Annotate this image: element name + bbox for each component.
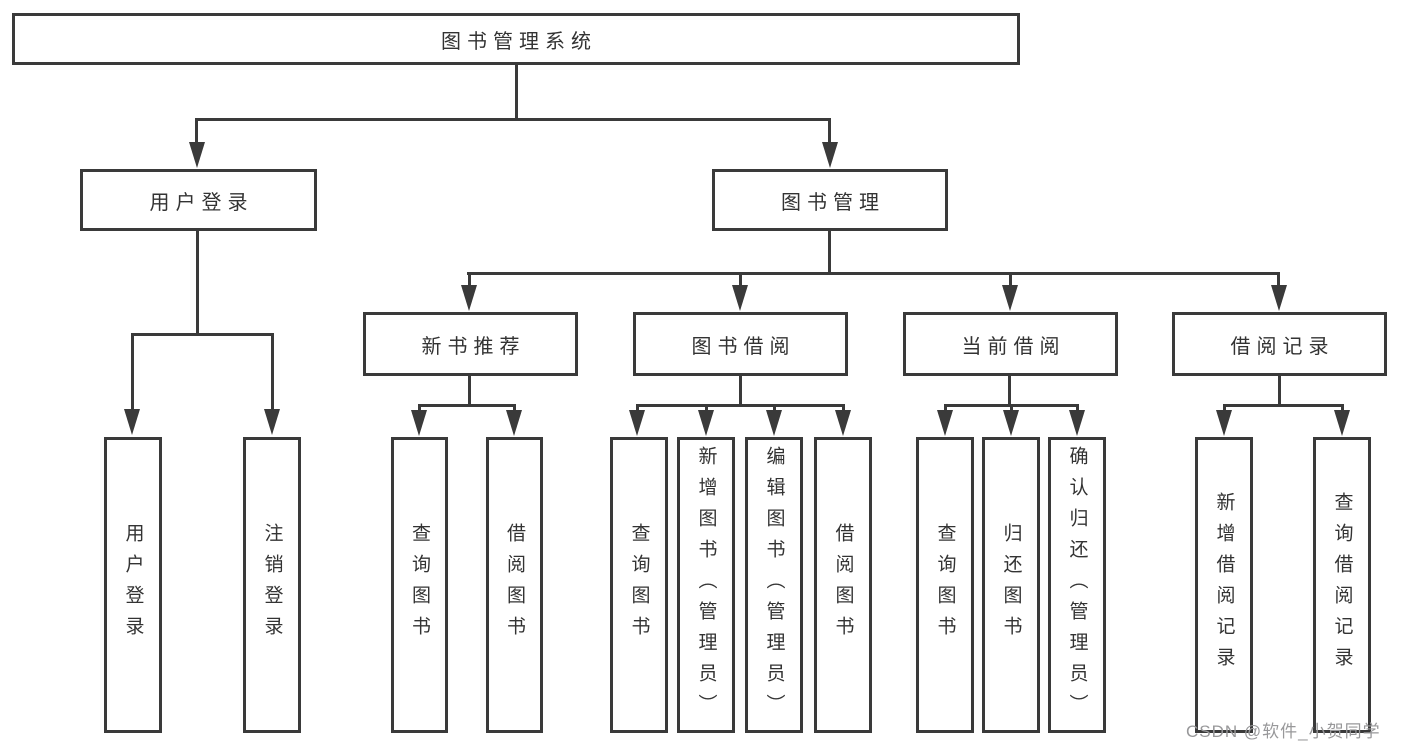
node-current-borrow-label: 当前借阅 <box>961 335 1066 358</box>
connector-line <box>195 118 198 145</box>
connector-line <box>739 272 742 287</box>
leaf-query-books-label: 查询图书 <box>409 523 430 647</box>
connector-line <box>944 404 947 413</box>
node-new-book-recommend: 新书推荐 <box>363 312 578 376</box>
arrowhead <box>698 410 714 436</box>
leaf-borrow-books: 借阅图书 <box>486 437 543 733</box>
leaf-user-login: 用户登录 <box>104 437 162 733</box>
arrowhead <box>1002 285 1018 311</box>
connector-line <box>196 231 199 334</box>
leaf-query-books: 查询图书 <box>916 437 974 733</box>
connector-line <box>636 404 845 407</box>
arrowhead <box>937 410 953 436</box>
arrowhead <box>822 142 838 168</box>
connector-line <box>515 65 518 118</box>
connector-line <box>195 118 831 121</box>
leaf-logout-login: 注销登录 <box>243 437 301 733</box>
leaf-return-books: 归还图书 <box>982 437 1040 733</box>
connector-line <box>418 404 516 407</box>
leaf-return-books-label: 归还图书 <box>1000 523 1022 647</box>
connector-line <box>828 118 831 145</box>
connector-line <box>131 333 134 410</box>
connector-line <box>1010 404 1013 413</box>
arrowhead <box>264 409 280 435</box>
connector-line <box>739 375 742 407</box>
connector-line <box>636 404 639 413</box>
connector-line <box>1278 375 1281 407</box>
leaf-edit-books-admin-label: 编辑图书（管理员） <box>763 445 785 725</box>
leaf-query-books-label: 查询图书 <box>934 523 956 647</box>
leaf-borrow-books-label: 借阅图书 <box>504 523 525 647</box>
connector-line <box>1341 404 1344 413</box>
leaf-add-borrow-record: 新增借阅记录 <box>1195 437 1253 733</box>
connector-line <box>773 404 776 413</box>
arrowhead <box>732 285 748 311</box>
leaf-query-books: 查询图书 <box>391 437 448 733</box>
leaf-confirm-return-admin-label: 确认归还（管理员） <box>1066 445 1088 725</box>
connector-line <box>271 333 274 410</box>
arrowhead <box>835 410 851 436</box>
leaf-query-borrow-record-label: 查询借阅记录 <box>1331 492 1353 678</box>
node-borrow-records: 借阅记录 <box>1172 312 1387 376</box>
node-user-login-label: 用户登录 <box>149 191 254 214</box>
leaf-borrow-books-label: 借阅图书 <box>832 523 854 647</box>
arrowhead <box>629 410 645 436</box>
arrowhead <box>1216 410 1232 436</box>
connector-line <box>828 231 831 273</box>
connector-line <box>1223 404 1226 413</box>
leaf-query-books: 查询图书 <box>610 437 668 733</box>
connector-line <box>131 333 274 336</box>
node-user-login: 用户登录 <box>80 169 317 231</box>
node-book-management: 图书管理 <box>712 169 948 231</box>
connector-line <box>705 404 708 413</box>
connector-line <box>1277 272 1280 287</box>
connector-line <box>467 272 1280 275</box>
leaf-query-books-label: 查询图书 <box>628 523 650 647</box>
connector-line <box>418 404 421 413</box>
connector-line <box>468 375 471 407</box>
node-book-management-label: 图书管理 <box>781 191 885 214</box>
leaf-query-borrow-record: 查询借阅记录 <box>1313 437 1371 733</box>
node-library-system-label: 图书管理系统 <box>441 30 597 53</box>
leaf-borrow-books: 借阅图书 <box>814 437 872 733</box>
leaf-edit-books-admin: 编辑图书（管理员） <box>745 437 803 733</box>
connector-line <box>1076 404 1079 413</box>
arrowhead <box>461 285 477 311</box>
leaf-add-books-admin: 新增图书（管理员） <box>677 437 735 733</box>
connector-line <box>513 404 516 413</box>
leaf-add-books-admin-label: 新增图书（管理员） <box>695 445 717 725</box>
node-new-book-recommend-label: 新书推荐 <box>421 335 526 358</box>
arrowhead <box>766 410 782 436</box>
node-library-system: 图书管理系统 <box>12 13 1020 65</box>
connector-line <box>1008 375 1011 407</box>
leaf-confirm-return-admin: 确认归还（管理员） <box>1048 437 1106 733</box>
leaf-user-login-label: 用户登录 <box>122 523 144 647</box>
arrowhead <box>189 142 205 168</box>
arrowhead <box>1271 285 1287 311</box>
watermark: CSDN @软件_小贺同学 <box>1186 722 1381 741</box>
leaf-logout-login-label: 注销登录 <box>261 523 283 647</box>
arrowhead <box>1003 410 1019 436</box>
arrowhead <box>124 409 140 435</box>
node-current-borrow: 当前借阅 <box>903 312 1118 376</box>
node-borrow-records-label: 借阅记录 <box>1230 335 1335 358</box>
connector-line <box>842 404 845 413</box>
connector-line <box>1009 272 1012 287</box>
leaf-add-borrow-record-label: 新增借阅记录 <box>1213 492 1235 678</box>
connector-line <box>1223 404 1344 407</box>
node-book-borrow: 图书借阅 <box>633 312 848 376</box>
node-book-borrow-label: 图书借阅 <box>691 335 796 358</box>
arrowhead <box>411 410 427 436</box>
arrowhead <box>1069 410 1085 436</box>
arrowhead <box>1334 410 1350 436</box>
arrowhead <box>506 410 522 436</box>
connector-line <box>468 272 471 287</box>
